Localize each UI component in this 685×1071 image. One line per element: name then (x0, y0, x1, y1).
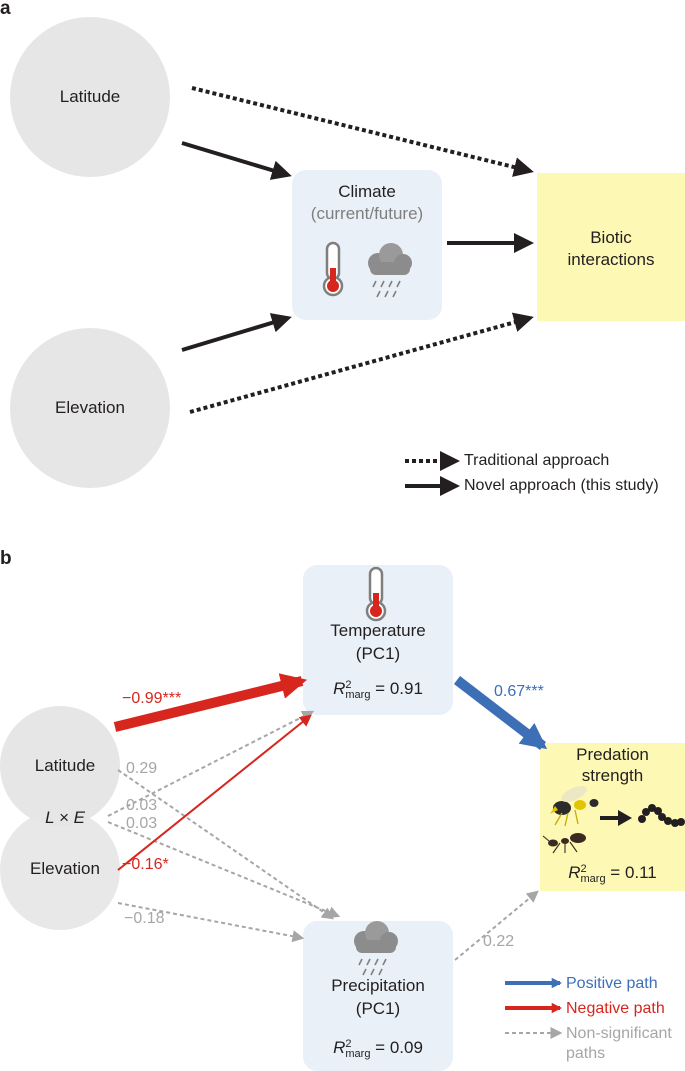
latitude-node-b (0, 706, 120, 826)
arrow-elevation-climate (181, 313, 292, 352)
predation-arrow-icon (600, 810, 632, 826)
caterpillar-icon (638, 804, 685, 827)
latitude-node (10, 17, 170, 177)
arrow-elevation-temperature (117, 714, 312, 871)
temperature-label-1: Temperature (330, 621, 426, 640)
arrow-latitude-precipitation (117, 769, 334, 920)
latitude-label-b: Latitude (34, 756, 96, 775)
arrow-latitude-climate (181, 141, 292, 180)
biotic-interactions-node (537, 173, 685, 321)
legend-positive-label: Positive path (566, 975, 658, 992)
arrow-elevation-biotic (189, 312, 534, 414)
legend-nonsig-label-2: paths (566, 1045, 606, 1062)
climate-node (292, 170, 442, 320)
arrow-precipitation-predation (454, 890, 539, 961)
rain-cloud-icon (354, 921, 398, 976)
precipitation-label-2: (PC1) (355, 999, 401, 1018)
elevation-node-b (0, 810, 120, 930)
coef-lxe-temperature: 0.03 (126, 797, 158, 814)
arrow-elevation-precipitation (117, 902, 305, 943)
coef-latitude-temperature: −0.99*** (122, 690, 182, 707)
coef-elevation-temperature: −0.16* (122, 856, 169, 873)
legend-novel-label: Novel approach (this study) (464, 477, 659, 494)
predation-label-2: strength (581, 766, 644, 785)
biotic-label-1: Biotic (590, 228, 632, 247)
arrow-latitude-temperature (113, 673, 308, 732)
rain-cloud-icon (368, 243, 412, 298)
latitude-label: Latitude (59, 87, 121, 106)
elevation-node (10, 328, 170, 488)
arrow-lxe-precipitation (107, 821, 341, 918)
precipitation-label-1: Precipitation (331, 976, 425, 995)
legend-traditional-label: Traditional approach (464, 452, 610, 469)
coef-latitude-precipitation: 0.29 (126, 760, 158, 777)
legend-negative-label: Negative path (566, 1000, 665, 1017)
arrow-temperature-predation (453, 676, 548, 750)
interaction-label: L × E (45, 808, 85, 827)
coef-elevation-precipitation: −0.18 (124, 910, 165, 927)
predation-label-1: Predation (576, 745, 649, 764)
arrow-lxe-temperature (107, 710, 315, 817)
thermometer-icon (365, 566, 387, 622)
wasp-icon (550, 785, 599, 827)
legend-nonsig-label-1: Non-significant (566, 1025, 672, 1042)
thermometer-icon (322, 241, 344, 297)
elevation-label-b: Elevation (30, 859, 100, 878)
coef-lxe-precipitation: 0.03 (126, 815, 158, 832)
coef-precipitation-predation: 0.22 (483, 933, 515, 950)
temperature-label-2: (PC1) (355, 644, 401, 663)
arrow-latitude-biotic (191, 86, 534, 177)
elevation-label: Elevation (55, 398, 125, 417)
ant-icon (542, 833, 586, 854)
biotic-label-2: interactions (567, 250, 655, 269)
climate-title: Climate (338, 182, 396, 201)
panel-a-label: a (0, 0, 11, 19)
coef-temperature-predation: 0.67*** (494, 683, 544, 700)
panel-b-label: b (0, 548, 12, 569)
climate-subtitle: (current/future) (310, 204, 424, 223)
